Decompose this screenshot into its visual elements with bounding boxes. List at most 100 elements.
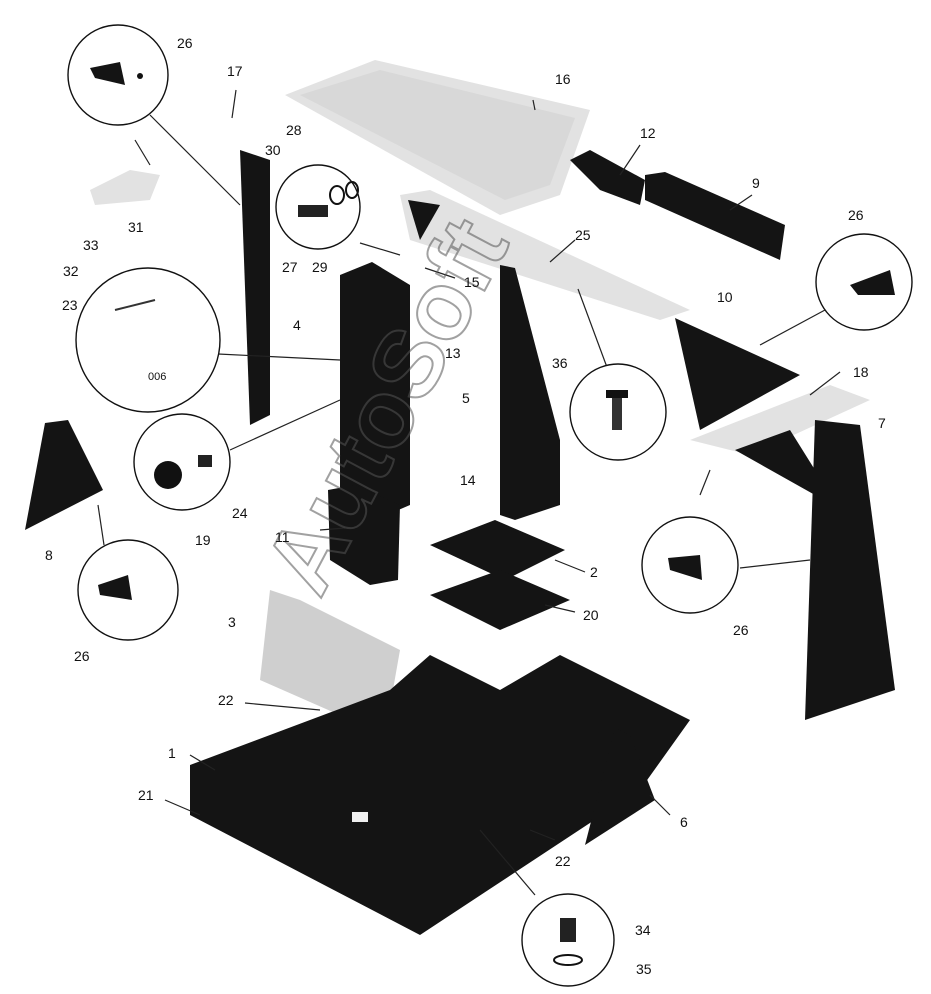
panel-part-11 [328,485,400,585]
detail-circle-left-23: 006 [75,267,221,413]
callout-label: 16 [555,71,571,87]
bolt-icon [298,205,328,217]
triangle-part-10 [675,318,800,430]
callout-label: 21 [138,787,154,803]
detail-circle-right-bottom [641,516,739,614]
svg-text:006: 006 [148,371,166,383]
roof-texture [300,70,575,200]
callout-label: 34 [635,922,651,938]
leader-line [532,99,536,111]
callout-label: 22 [555,853,571,869]
callout-label: 7 [878,415,886,431]
callout-label: 26 [74,648,90,664]
callout-label: 30 [265,142,281,158]
leader-line [244,702,321,711]
callout-label: 11 [275,529,290,545]
callout-label: 18 [853,364,869,380]
detail-circle-bottom-left [77,539,179,641]
leader-line [549,239,576,263]
grommet-icon [668,555,702,580]
panel-part-6 [585,728,655,845]
callout-label: 8 [45,547,53,563]
leader-line [529,829,556,841]
callout-label: 24 [232,505,248,521]
detail-circle-right-top [815,233,913,331]
callout-label: 33 [83,237,99,253]
callout-label: 23 [62,297,78,313]
callout-label: 36 [552,355,568,371]
callout-label: 2 [590,564,598,580]
leader-line [231,89,237,119]
beam-part-25 [400,190,690,320]
callout-label: 19 [195,532,211,548]
callout-label: 25 [575,227,591,243]
leader-line [319,527,346,531]
beam-part-18 [690,385,870,455]
callout-label: 10 [717,289,733,305]
left-upper-shade [90,170,160,205]
grommet-icon [98,575,132,600]
detail-circle-bolt-27 [275,164,361,250]
leader-line [359,242,401,256]
callout-label: 4 [293,317,301,333]
floor-part-1 [190,655,690,935]
callout-label: 15 [464,274,480,290]
leader-line [164,799,201,816]
detail-circle-knob-19 [133,413,231,511]
callout-label: 12 [640,125,656,141]
leader-line [189,754,216,771]
knob-icon [154,461,182,489]
callout-label: 22 [218,692,234,708]
leader-line [97,504,105,546]
grommet-icon [850,270,895,295]
floor-hole [352,812,368,822]
leader-line [479,829,536,896]
strip-part-12 [570,150,645,205]
leader-line [544,604,576,613]
seat-back-part-3 [260,590,400,735]
leader-line [739,559,811,569]
detail-circle-bolt-36 [569,363,667,461]
leader-line [554,559,586,573]
leader-line [577,288,609,371]
callout-label: 35 [636,961,652,977]
leader-line [229,399,341,451]
callout-label: 13 [445,345,461,361]
leader-line [217,353,341,361]
pillar-part-4 [240,150,270,425]
leader-line [759,309,826,346]
grommet-icon [90,62,125,85]
leader-line [424,267,456,279]
pillar-part-7 [805,420,895,720]
plate-part-2 [430,520,565,580]
leader-line [699,469,711,496]
leader-line [729,194,753,211]
leader-line [149,114,241,206]
leader-line [134,139,151,166]
leader-line [619,144,641,176]
callout-label: 14 [460,472,476,488]
callout-label: 29 [312,259,328,275]
detail-circle-top-left [67,24,169,126]
callout-label: 26 [733,622,749,638]
triangle-part-8 [25,420,103,530]
callout-label: 28 [286,122,302,138]
panel-part-13 [340,262,410,520]
strip-part-9 [645,172,785,260]
callout-label: 26 [177,35,193,51]
screw-icon [612,395,622,430]
callout-label: 27 [282,259,298,275]
plate-part-20 [430,570,570,630]
detail-circle-fastener-34 [521,893,615,987]
callout-label: 17 [227,63,243,79]
callout-label: 1 [168,745,176,761]
callout-label: 6 [680,814,688,830]
bracket-under-18 [735,430,815,495]
leader-line [649,794,671,816]
callout-label: 31 [128,219,144,235]
leader-line [809,371,841,396]
beam-bracket [408,200,440,240]
callout-label: 20 [583,607,599,623]
